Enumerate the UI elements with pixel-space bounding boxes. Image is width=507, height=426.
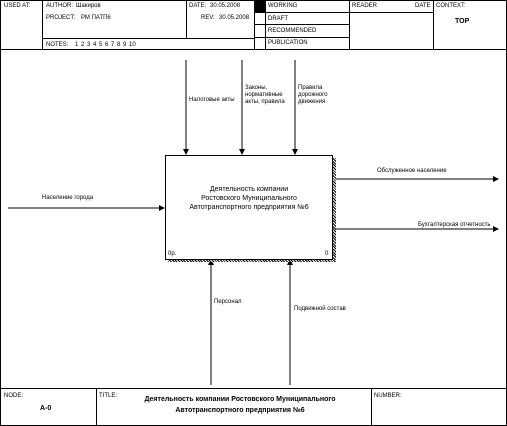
activity-label: Деятельность компании Ростовского Муници… bbox=[165, 185, 333, 212]
header-div-6 bbox=[433, 0, 434, 49]
used-at-label: USED AT: bbox=[4, 3, 31, 9]
title-line-1: Деятельность компании Ростовского Муници… bbox=[144, 396, 336, 403]
header-div-5 bbox=[349, 0, 350, 49]
status-publication: PUBLICATION bbox=[268, 40, 308, 46]
date-label: DATE: bbox=[189, 3, 207, 9]
activity-label-line-2: Ростовского Муниципального bbox=[201, 195, 297, 202]
notes-label: NOTES: bbox=[46, 42, 69, 48]
node-label: NODE: bbox=[4, 393, 24, 399]
activity-corner-number: 0 bbox=[325, 251, 329, 257]
status-recommended: RECOMMENDED bbox=[268, 28, 317, 34]
header-bottom-border bbox=[0, 49, 507, 50]
title-label: TITLE: bbox=[99, 393, 118, 399]
footer-div-2 bbox=[371, 388, 372, 426]
activity-label-line-1: Деятельность компании bbox=[209, 186, 289, 193]
rev-value: 30.05.2008 bbox=[219, 15, 250, 21]
footer-div-1 bbox=[96, 388, 97, 426]
notes-value: 1 2 3 4 5 6 7 8 9 10 bbox=[75, 42, 136, 48]
output-label-accounting: Бухгалтерская отчетность bbox=[418, 222, 491, 228]
activity-label-line-3: Автотранспортного предприятия №6 bbox=[189, 204, 309, 211]
context-value: TOP bbox=[455, 18, 470, 25]
frame-top bbox=[0, 0, 507, 1]
activity-number: 0р. bbox=[168, 251, 177, 257]
input-label-population: Население города bbox=[42, 195, 94, 201]
status-row-3 bbox=[254, 37, 349, 38]
header-div-2 bbox=[186, 0, 187, 38]
node-value: A-0 bbox=[40, 405, 52, 412]
reader-label: READER bbox=[352, 3, 378, 9]
control-label-laws: Законы, нормативные акты, правила bbox=[245, 85, 285, 105]
mechanism-label-rolling-stock: Подвижной состав bbox=[294, 306, 346, 312]
title-line-2: Автотранспортного предприятия №6 bbox=[175, 407, 305, 414]
mechanism-label-staff: Персонал bbox=[214, 299, 242, 305]
status-working: WORKING bbox=[268, 3, 298, 9]
header-div-1 bbox=[42, 0, 43, 49]
status-draft: DRAFT bbox=[268, 16, 288, 22]
working-status-mark bbox=[255, 1, 265, 12]
footer-top-border bbox=[0, 388, 507, 389]
author-label: AUTHOR: bbox=[46, 3, 73, 9]
control-label-traffic: Правила дорожного движения bbox=[298, 85, 328, 105]
status-row-2 bbox=[254, 24, 349, 25]
activity-box[interactable] bbox=[165, 155, 333, 260]
project-label: PROJECT: bbox=[46, 15, 76, 21]
date-value: 30.05.2008 bbox=[210, 3, 241, 9]
control-label-tax: Налоговые акты bbox=[189, 97, 235, 103]
number-label: NUMBER: bbox=[374, 393, 402, 399]
frame-left bbox=[0, 0, 1, 426]
author-value: Шакиров bbox=[76, 3, 101, 9]
context-label: CONTEXT: bbox=[436, 3, 466, 9]
rev-label: REV: bbox=[201, 15, 215, 21]
reader-date-label: DATE bbox=[415, 3, 431, 9]
status-row-1 bbox=[254, 12, 433, 13]
project-value: РМ ПАТП6 bbox=[81, 15, 111, 21]
output-label-served: Обслуженное население bbox=[377, 168, 447, 174]
activity-shadow-right bbox=[333, 158, 336, 261]
notes-row-border bbox=[42, 38, 254, 39]
activity-shadow-bottom bbox=[168, 260, 336, 262]
